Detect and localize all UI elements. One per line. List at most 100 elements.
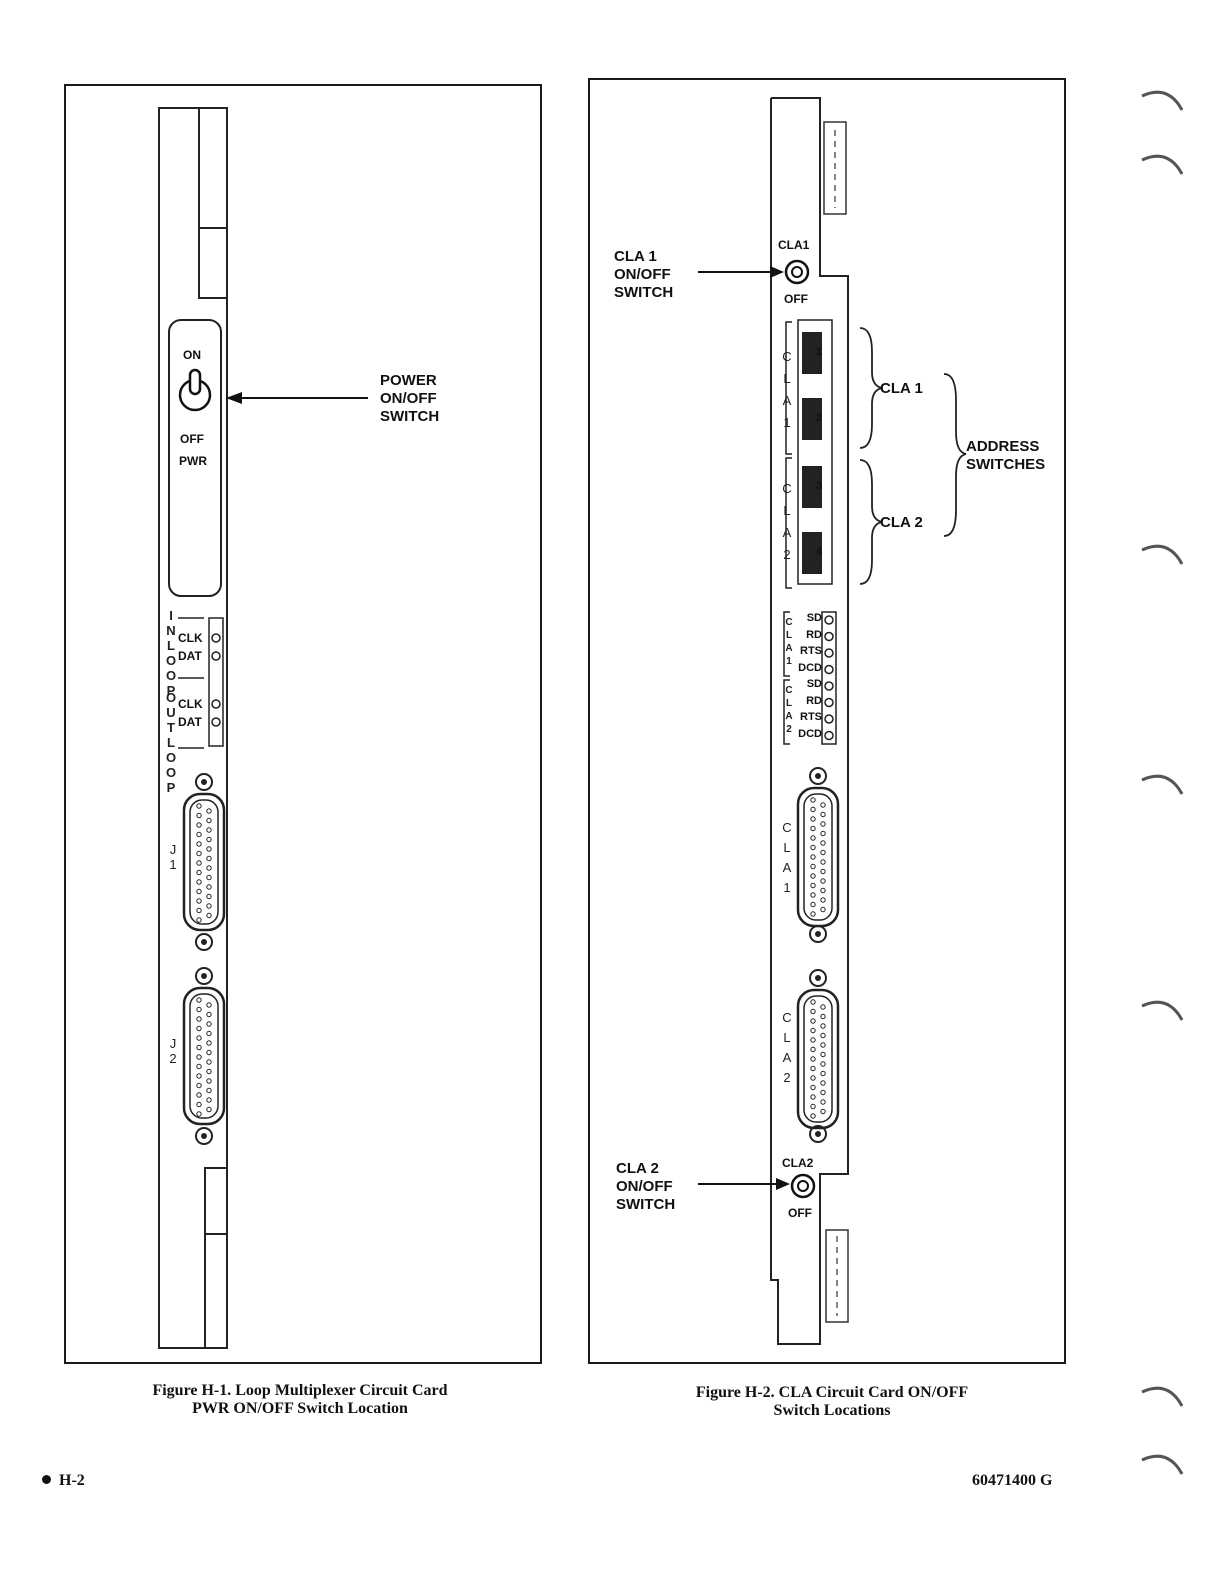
connector-pin [196,888,202,895]
binder-marks [1141,90,1184,1475]
connector-j1 [182,773,226,951]
figure-h2-frame: CLA1 OFF CLA 1 ON/OFF SWITCH CLA2 OFF CL… [588,78,1066,1364]
connector-pin [206,865,212,871]
cla2-switch-label: CLA2 [782,1156,814,1170]
connector-j2 [182,967,226,1145]
connector-pin [206,855,212,862]
connector-pin [820,1051,826,1058]
connector-pin [206,874,212,881]
connector-pin [820,859,826,865]
connector-pin [810,854,816,860]
connector-pin [820,1080,826,1086]
cla1-toggle-switch [784,259,810,285]
connector-pin [206,1078,212,1084]
connector-pin [820,878,826,884]
connector-pin [810,1037,816,1043]
connector-pin [820,1032,826,1039]
connector-pin [810,1075,816,1081]
connector-pin [196,1063,202,1070]
connector-pin [820,830,826,837]
connector-pin [206,1087,212,1094]
dip-switch-4 [802,532,822,574]
connector-pin [206,893,212,900]
connector-pin [196,1101,202,1108]
connector-pin [206,903,212,909]
connector-pin [206,1021,212,1027]
connector-pin [206,827,212,833]
connector-pin [820,1089,826,1096]
connector-pin [820,1013,826,1020]
cla-led [824,664,834,675]
bottom-ejector-upper [204,1167,228,1235]
connector-pin [810,911,816,917]
brace-cla1 [859,327,883,449]
connector-pin [196,803,202,809]
bottom-ejector [825,1229,849,1323]
connector-pin [810,1113,816,1119]
cla2-callout: CLA 2 ON/OFF SWITCH [616,1160,676,1213]
loop-multiplexer-card-drawing [158,107,368,1349]
connector-pin [196,869,202,876]
connector-pin [196,907,202,914]
cla2-switch-off-label: OFF [788,1206,812,1220]
brace-address [943,373,967,537]
dip-number-3: 3 [816,480,823,492]
connector-pin [820,897,826,903]
connector-pin [196,841,202,847]
connector-pin [820,1042,826,1048]
dip-switch-1 [802,332,822,374]
connector-pin [810,797,816,803]
cla-led [824,681,834,691]
top-ejector [823,121,847,215]
connector-pin [820,887,826,894]
led [211,717,221,727]
cla2-toggle-switch [790,1173,816,1199]
card-outline [770,97,849,1345]
led-labels: SD RD RTS DCD SD RD RTS DCD [798,612,822,740]
connector-pin [206,846,212,852]
cla-led [824,714,834,724]
connector-pin [206,1106,212,1113]
connector-pin [810,1018,816,1024]
connector-pin [196,1035,202,1041]
page-number: H-2 [42,1472,85,1490]
connector-pin [810,835,816,841]
dip-switch-2 [802,398,822,440]
dip-number-4: 4 [816,546,823,558]
dip-switch-bank [797,319,833,585]
dip-switch-3 [802,466,822,508]
connector-pin [196,879,202,885]
figure-h1-caption: Figure H-1. Loop Multiplexer Circuit Car… [152,1382,448,1417]
cla1-switch-label: CLA1 [778,238,810,252]
out-clk-label: CLK [178,697,203,711]
in-clk-label: CLK [178,631,203,645]
connector-pin [206,1059,212,1065]
connector-pin [206,912,212,919]
connector-pin [820,811,826,818]
connector-pin [196,860,202,866]
connector-pin [196,850,202,857]
led [211,651,221,661]
card-outline [158,107,228,1349]
cla-led-strip [821,611,837,745]
cla-led [824,730,834,741]
connector-pin [206,1040,212,1046]
connector-pin [196,1044,202,1051]
connector-pins [196,803,212,1117]
connector-pin [820,1099,826,1105]
connector-pin [820,821,826,827]
connector-cla2 [796,969,840,1143]
connector-pin [810,1103,816,1110]
led [211,633,221,643]
connector-pin [196,917,202,923]
connector-pin [196,997,202,1003]
connector-pin [196,898,202,904]
connector-pin [196,812,202,819]
cla-led [824,648,834,658]
